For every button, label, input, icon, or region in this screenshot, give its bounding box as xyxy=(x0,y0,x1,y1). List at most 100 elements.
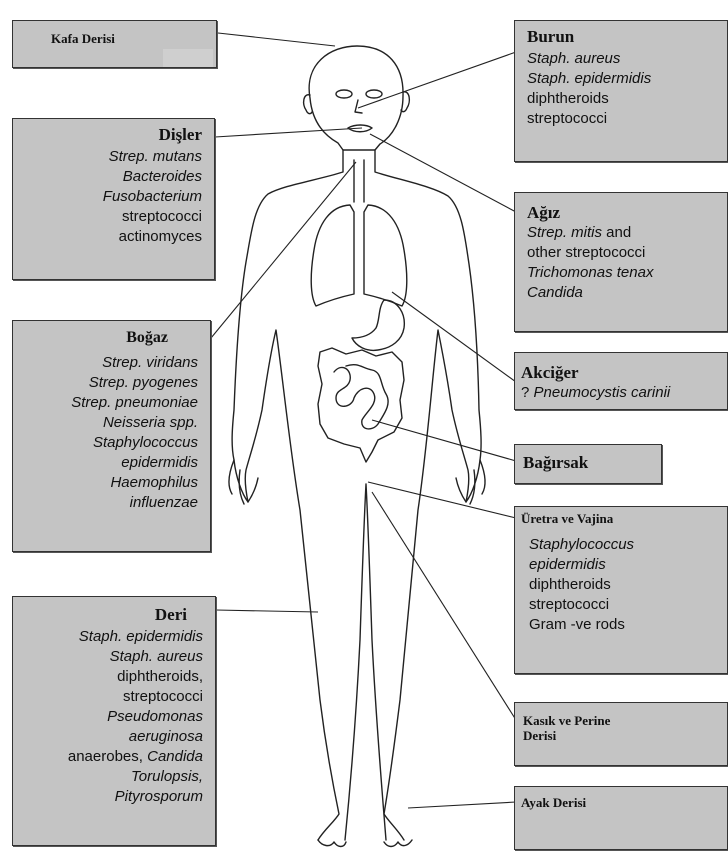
species-text: diphtheroids xyxy=(527,90,609,107)
species-text: Strep. mitis xyxy=(527,224,602,241)
species-text: Staphylococcus xyxy=(93,434,198,451)
species-item: Neisseria spp. xyxy=(13,413,198,433)
species-text-cont: and xyxy=(602,224,631,241)
species-item: Staphylococcus xyxy=(13,433,198,453)
species-text: Staphylococcus xyxy=(529,536,634,553)
leader-kafa xyxy=(218,33,335,46)
species-item: actinomyces xyxy=(13,227,202,247)
left-lung xyxy=(311,205,354,306)
leader-uretra xyxy=(368,482,516,518)
label-title: Kasık ve Perine Derisi xyxy=(523,713,653,743)
species-item: Trichomonas tenax xyxy=(527,263,727,283)
label-deri: Deri Staph. epidermidisStaph. aureus diph… xyxy=(12,596,216,846)
species-item: streptococci xyxy=(13,687,203,707)
species-text: Staph. epidermidis xyxy=(527,70,651,87)
species-text: Strep. pyogenes xyxy=(89,374,198,391)
species-text: Bacteroides xyxy=(123,168,202,185)
species-item: diphtheroids, xyxy=(13,667,203,687)
species-text-cont: Pneumocystis carinii xyxy=(534,384,671,401)
species-text: Trichomonas tenax xyxy=(527,264,653,281)
species-text: Gram -ve rods xyxy=(529,616,625,633)
species-item: influenzae xyxy=(13,493,198,513)
species-item: Staph. aureus xyxy=(527,49,727,69)
species-text: aeruginosa xyxy=(129,728,203,745)
species-item: Pityrosporum xyxy=(13,787,203,807)
label-uretra-vajina: Üretra ve Vajina Staphylococcus epidermi… xyxy=(514,506,728,674)
species-item: Staph. epidermidis xyxy=(13,627,203,647)
species-item: Torulopsis, xyxy=(13,767,203,787)
species-item: streptococci xyxy=(529,595,727,615)
species-item: Candida xyxy=(527,283,727,303)
species-text: streptococci xyxy=(529,596,609,613)
species-text: Torulopsis, xyxy=(131,768,203,785)
leader-kasik xyxy=(372,492,516,720)
species-text-cont: Candida xyxy=(147,748,203,765)
species-item: Strep. mutans xyxy=(13,147,202,167)
species-text: Staph. epidermidis xyxy=(79,628,203,645)
species-text: Staph. aureus xyxy=(527,50,620,67)
species-text: Staph. aureus xyxy=(110,648,203,665)
species-text: actinomyces xyxy=(119,228,202,245)
body-right-side xyxy=(375,150,481,840)
species-text: diphtheroids xyxy=(529,576,611,593)
species-text: streptococci xyxy=(122,208,202,225)
species-item: streptococci xyxy=(527,109,727,129)
species-item: Gram -ve rods xyxy=(529,615,727,635)
species-item: anaerobes, Candida xyxy=(13,747,203,767)
leader-bagirsak xyxy=(372,420,516,461)
right-eye xyxy=(366,90,382,98)
head xyxy=(309,46,403,150)
species-item: Haemophilus xyxy=(13,473,198,493)
label-title: Ağız xyxy=(527,203,727,223)
left-eye xyxy=(336,90,352,98)
label-kasik-perine-derisi: Kasık ve Perine Derisi xyxy=(514,702,728,766)
label-title: Burun xyxy=(527,27,727,47)
leader-agiz xyxy=(370,134,516,212)
species-text: Neisseria spp. xyxy=(103,414,198,431)
leader-disler xyxy=(215,128,362,137)
leader-deri xyxy=(216,610,318,612)
species-text: ? xyxy=(521,384,534,401)
label-title: Boğaz xyxy=(13,329,198,347)
label-title: Deri xyxy=(13,605,203,625)
leader-akciger xyxy=(392,292,516,382)
label-title: Üretra ve Vajina xyxy=(521,511,727,527)
species-item: streptococci xyxy=(13,207,202,227)
leader-ayak xyxy=(408,802,516,808)
left-hand xyxy=(229,460,258,504)
species-item: Staph. epidermidis xyxy=(527,69,727,89)
species-text: Candida xyxy=(527,284,583,301)
species-text: Strep. pneumoniae xyxy=(71,394,198,411)
species-item: Fusobacterium xyxy=(13,187,202,207)
label-bagirsak: Bağırsak xyxy=(514,444,662,484)
species-item: Pseudomonas xyxy=(13,707,203,727)
species-text: Pityrosporum xyxy=(115,788,203,805)
small-intestine xyxy=(334,365,388,429)
label-title: Bağırsak xyxy=(523,453,661,473)
label-kafa-derisi: Kafa Derisi xyxy=(12,20,217,68)
species-item: Strep. mitis and xyxy=(527,223,727,243)
species-item: Strep. pyogenes xyxy=(13,373,198,393)
species-item: diphtheroids xyxy=(527,89,727,109)
label-ayak-derisi: Ayak Derisi xyxy=(514,786,728,850)
body-left-side xyxy=(232,150,343,840)
species-text: Strep. mutans xyxy=(109,148,202,165)
species-item: diphtheroids xyxy=(529,575,727,595)
label-title: Ayak Derisi xyxy=(521,795,727,811)
species-item: Staph. aureus xyxy=(13,647,203,667)
large-intestine xyxy=(318,348,404,462)
right-lung xyxy=(364,205,407,306)
species-text: Pseudomonas xyxy=(107,708,203,725)
species-item: epidermidis xyxy=(529,555,727,575)
feet xyxy=(318,840,412,847)
species-item: other streptococci xyxy=(527,243,727,263)
stomach xyxy=(352,300,404,350)
species-text: diphtheroids, xyxy=(117,668,203,685)
